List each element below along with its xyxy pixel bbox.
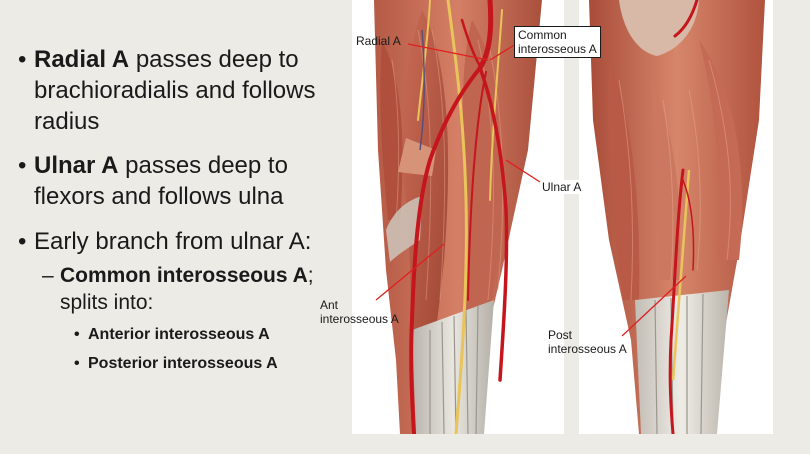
label-post-interosseous: Post interosseous A (548, 328, 627, 356)
anterior-forearm-drawing (374, 0, 542, 434)
label-common-interosseous: Common interosseous A (514, 26, 601, 58)
bullet-glyph: • (18, 46, 27, 73)
anterior-forearm-illustration (352, 0, 564, 434)
bullet-text-line: radius (34, 108, 100, 135)
subbullet-text-line: splits into: (60, 291, 154, 314)
subbullet-text: Common interosseous A; splits into: (60, 262, 314, 316)
subsubbullet-text: Anterior interosseous A (88, 326, 270, 343)
posterior-forearm-drawing (589, 0, 765, 434)
label-line: Ant (320, 298, 339, 312)
bullet-glyph: • (18, 228, 27, 255)
bullet-text-line: brachioradialis and follows (34, 77, 316, 104)
label-line: interosseous A (320, 312, 399, 326)
bullet-text: Early branch from ulnar A: (34, 228, 312, 255)
bullet-early-branch: • Early branch from ulnar A: (18, 226, 311, 257)
bullet-ulnar-artery: • Ulnar A passes deep to flexors and fol… (18, 150, 288, 212)
subbullet-common-interosseous: – Common interosseous A; splits into: (42, 262, 314, 316)
label-line: interosseous A (518, 42, 597, 56)
bullet-text: Ulnar A passes deep to flexors and follo… (34, 150, 288, 212)
bullet-text: Radial A passes deep to brachioradialis … (34, 44, 315, 137)
label-ant-interosseous: Ant interosseous A (320, 298, 399, 326)
term-ulnar-artery: Ulnar A (34, 152, 119, 179)
dash-glyph: – (42, 264, 54, 287)
posterior-forearm-illustration (579, 0, 773, 434)
label-line: Post (548, 328, 573, 342)
label-line: interosseous A (548, 342, 627, 356)
bullet-text-line: flexors and follows ulna (34, 183, 284, 210)
label-radial-a: Radial A (356, 34, 401, 48)
bullet-list: • Radial A passes deep to brachioradiali… (0, 0, 345, 454)
bullet-glyph: • (18, 152, 27, 179)
punctuation: ; (307, 264, 314, 287)
label-line: Common (518, 28, 567, 42)
bullet-radial-artery: • Radial A passes deep to brachioradiali… (18, 44, 315, 137)
bullet-glyph: • (74, 326, 80, 343)
term-radial-artery: Radial A (34, 46, 130, 73)
bullet-glyph: • (74, 355, 80, 372)
bullet-text-line: passes deep to (135, 46, 299, 73)
term-common-interosseous: Common interosseous A (60, 264, 308, 287)
subsubbullet-posterior-interosseous: • Posterior interosseous A (74, 354, 278, 374)
bullet-text-line: passes deep to (125, 152, 288, 179)
subsubbullet-anterior-interosseous: • Anterior interosseous A (74, 325, 270, 345)
subsubbullet-text: Posterior interosseous A (88, 355, 278, 372)
label-ulnar-a: Ulnar A (541, 180, 583, 194)
